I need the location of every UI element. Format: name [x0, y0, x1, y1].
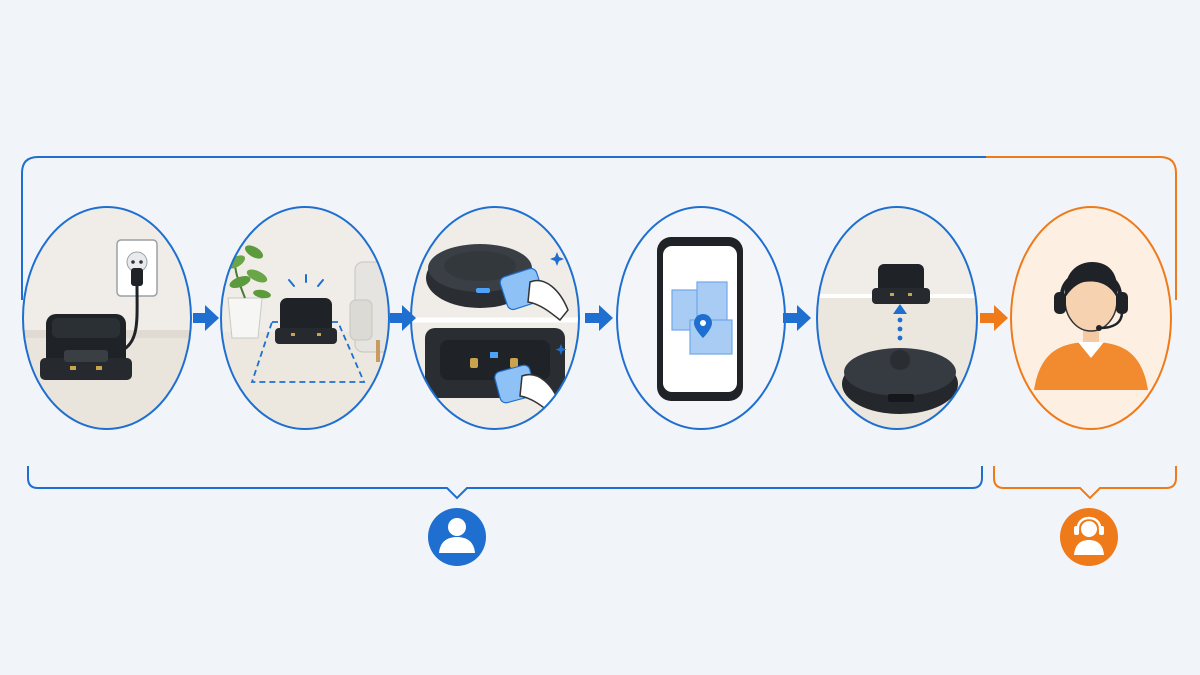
step-return-robot-to-dock: [816, 206, 978, 430]
user-icon: [428, 508, 486, 566]
top-frame-support: [986, 156, 1177, 300]
arrow-step5-to-step6: [980, 305, 1008, 331]
top-frame-self-service: [21, 156, 986, 300]
bottom-bracket-self-service: [27, 466, 983, 500]
bottom-bracket-support: [993, 466, 1177, 500]
sparkle-icon: [550, 252, 567, 355]
docking-direction-arrow: [893, 304, 907, 341]
support-agent-icon: [1060, 508, 1118, 566]
step-clean-charging-contacts: [410, 206, 580, 430]
robot-vacuum-icon: [842, 348, 958, 414]
step-place-base-in-open-area: [220, 206, 390, 430]
flow-arrows: [193, 305, 1008, 331]
support-agent-icon: [1034, 262, 1148, 390]
charging-base-icon: [872, 264, 930, 304]
charging-base-icon: [40, 314, 132, 380]
location-pin-icon: [694, 314, 712, 338]
step-contact-support: [1010, 206, 1172, 430]
step-plug-in-base: [22, 206, 192, 430]
top-frame: [21, 156, 1177, 300]
arrow-step3-to-step4: [585, 305, 613, 331]
arrow-step1-to-step2: [193, 305, 219, 331]
arrow-step2-to-step3: [390, 305, 416, 331]
arrow-step4-to-step5: [783, 305, 811, 331]
highlight-rays: [288, 274, 324, 287]
cloth-hand-icon: [499, 267, 569, 322]
charging-base-icon: [275, 298, 337, 344]
step-check-app-map: [616, 206, 786, 430]
